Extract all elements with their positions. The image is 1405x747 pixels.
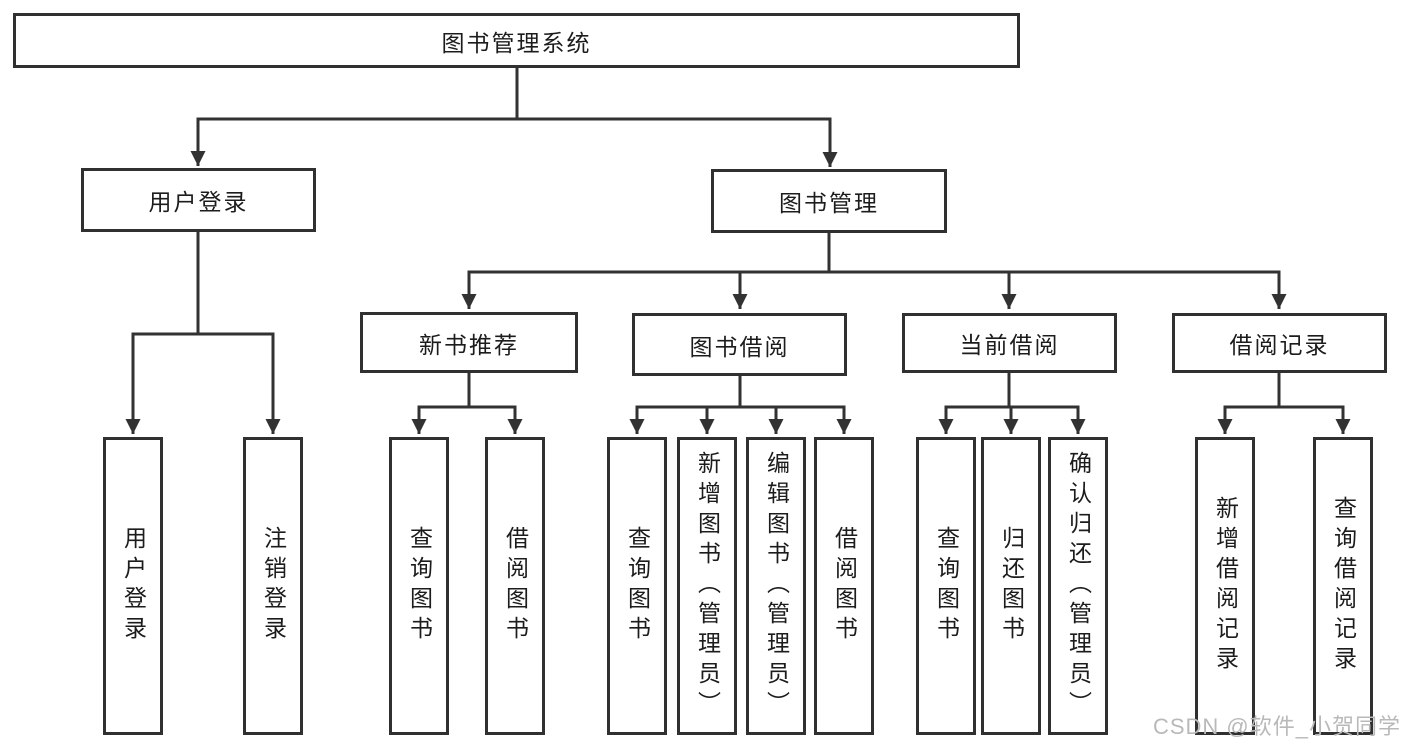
node-new-book-recommend: 新书推荐 [360,312,578,373]
connector-rails [131,66,1345,409]
node-book-management: 图书管理 [711,169,947,233]
leaf-borrow-books-2: 借阅图书 [814,437,874,735]
leaf-query-books-1: 查询图书 [389,437,449,735]
leaf-add-books-admin: 新增图书（管理员） [677,437,737,735]
leaf-edit-books-admin: 编辑图书（管理员） [746,437,806,735]
leaf-borrow-books-1: 借阅图书 [485,437,545,735]
node-borrowing-records: 借阅记录 [1172,313,1387,373]
csdn-watermark: CSDN @软件_小贺同学 [1152,714,1401,739]
leaf-user-login: 用户登录 [103,437,163,735]
node-current-borrowing: 当前借阅 [902,313,1117,373]
leaf-confirm-return-admin: 确认归还（管理员） [1048,437,1108,735]
connector-arrows [125,119,1351,434]
node-book-borrowing: 图书借阅 [632,313,847,376]
leaf-logout: 注销登录 [243,437,303,735]
leaf-query-books-2: 查询图书 [607,437,667,735]
leaf-return-books: 归还图书 [981,437,1041,735]
leaf-query-books-3: 查询图书 [916,437,976,735]
node-library-management-system: 图书管理系统 [13,13,1020,68]
node-user-login: 用户登录 [81,168,316,232]
leaf-add-borrow-record: 新增借阅记录 [1195,437,1255,735]
leaf-query-borrow-record: 查询借阅记录 [1313,437,1373,735]
